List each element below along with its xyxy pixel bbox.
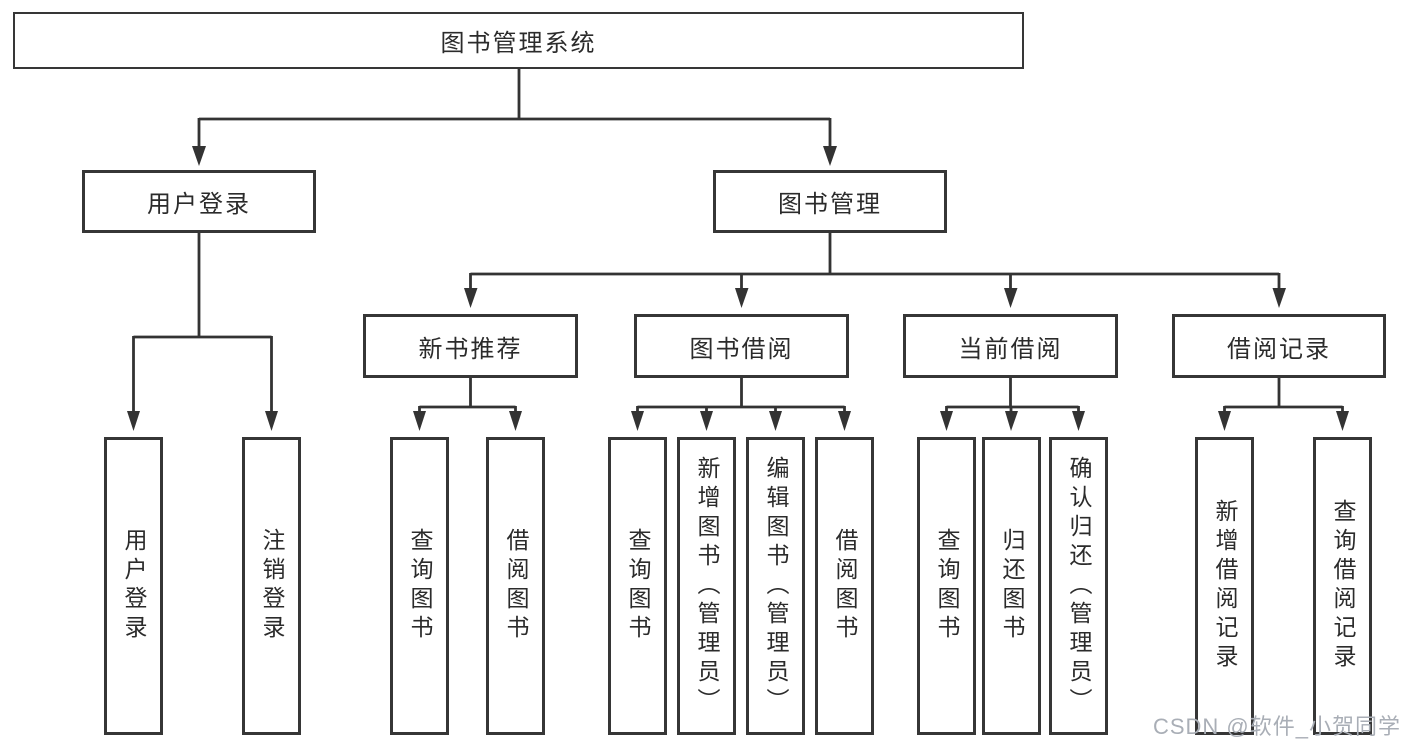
connector-current-borrow-to-leaves [945, 378, 1080, 412]
connector-new-book-recommend-to-leaves [418, 378, 517, 412]
leaf-edit-books-admin: 编辑图书（管理员） [746, 437, 805, 735]
leaf-query-books-recommend-label: 查询图书 [407, 528, 433, 644]
connector-user-login-to-leaves [132, 233, 273, 412]
leaf-query-books-borrow: 查询图书 [608, 437, 667, 735]
csdn-watermark: CSDN @软件_小贺同学 [1152, 714, 1401, 739]
leaf-edit-books-admin-label: 编辑图书（管理员） [763, 455, 789, 717]
node-new-book-recommend: 新书推荐 [363, 314, 578, 378]
node-borrow-record: 借阅记录 [1172, 314, 1386, 378]
leaf-return-books: 归还图书 [982, 437, 1041, 735]
leaf-add-books-admin-label: 新增图书（管理员） [694, 455, 720, 717]
leaf-user-login: 用户登录 [104, 437, 163, 735]
leaf-borrow-books-recommend-label: 借阅图书 [503, 528, 529, 644]
node-user-login-label: 用户登录 [147, 191, 251, 218]
leaf-borrow-books: 借阅图书 [815, 437, 874, 735]
node-current-borrow-label: 当前借阅 [958, 335, 1063, 363]
leaf-logout: 注销登录 [242, 437, 301, 735]
node-borrow-record-label: 借阅记录 [1227, 335, 1331, 363]
connector-book-borrow-to-leaves [636, 378, 846, 412]
leaf-query-books-current: 查询图书 [917, 437, 976, 735]
leaf-query-books-recommend: 查询图书 [390, 437, 449, 735]
leaf-query-books-borrow-label: 查询图书 [625, 528, 651, 644]
node-current-borrow: 当前借阅 [903, 314, 1118, 378]
leaf-query-borrow-record-label: 查询借阅记录 [1330, 499, 1356, 673]
leaf-user-login-label: 用户登录 [121, 528, 147, 644]
leaf-return-books-label: 归还图书 [999, 528, 1025, 644]
leaf-add-books-admin: 新增图书（管理员） [677, 437, 736, 735]
node-root: 图书管理系统 [13, 12, 1024, 69]
connector-book-management-to-level3 [469, 233, 1281, 289]
node-book-borrow: 图书借阅 [634, 314, 849, 378]
leaf-confirm-return-admin-label: 确认归还（管理员） [1066, 455, 1092, 717]
arrowheads [127, 146, 1349, 431]
node-book-borrow-label: 图书借阅 [689, 335, 794, 363]
leaf-query-books-current-label: 查询图书 [934, 528, 960, 644]
node-book-management-label: 图书管理 [778, 191, 882, 218]
connector-root-to-level2 [197, 69, 832, 146]
leaf-add-borrow-record: 新增借阅记录 [1195, 437, 1254, 735]
node-book-management: 图书管理 [713, 170, 947, 233]
leaf-query-borrow-record: 查询借阅记录 [1313, 437, 1372, 735]
leaf-borrow-books-recommend: 借阅图书 [486, 437, 545, 735]
node-user-login: 用户登录 [82, 170, 316, 233]
leaf-logout-label: 注销登录 [259, 528, 285, 644]
node-root-label: 图书管理系统 [440, 30, 597, 57]
leaf-add-borrow-record-label: 新增借阅记录 [1212, 499, 1238, 673]
leaf-confirm-return-admin: 确认归还（管理员） [1049, 437, 1108, 735]
connector-borrow-record-to-leaves [1223, 378, 1344, 412]
leaf-borrow-books-label: 借阅图书 [832, 528, 858, 644]
node-new-book-recommend-label: 新书推荐 [418, 335, 523, 363]
